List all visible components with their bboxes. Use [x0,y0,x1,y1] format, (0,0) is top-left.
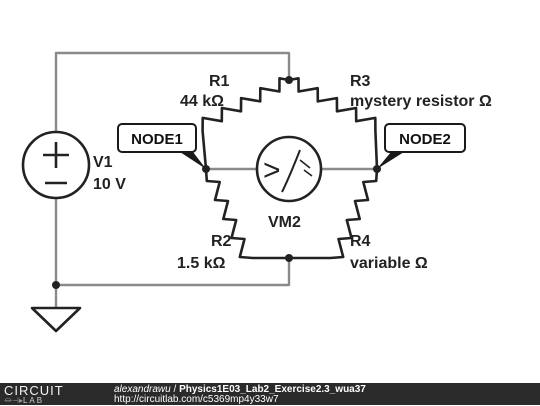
node2-label: NODE2 [399,131,451,148]
footer-bar: CIRCUIT ⏛⊣▸LAB alexandrawu / Physics1E03… [0,383,540,405]
circuit-schematic: > NODE1 NODE2 R1 44 kΩ R3 mystery resist… [21,51,492,333]
circuit-url-link[interactable]: http://circuitlab.com/c5369mp4y33w7 [114,394,279,405]
logo-wave-icon: ⏛⊣▸ [4,396,23,405]
node1-tag[interactable]: NODE1 [117,123,206,169]
author-link[interactable]: alexandrawu [114,384,171,395]
r3-value: mystery resistor Ω [350,93,492,110]
v1-value: 10 V [93,176,126,193]
r2-name: R2 [211,233,232,250]
resistor-r3[interactable] [288,77,379,170]
resistor-r4[interactable] [289,168,379,260]
node1-label: NODE1 [131,131,183,148]
logo-text-bottom: ⏛⊣▸LAB [4,395,44,406]
voltage-source-v1[interactable] [21,130,91,200]
r2-value: 1.5 kΩ [177,255,226,272]
v1-name: V1 [93,154,113,171]
vm2-name: VM2 [268,214,301,231]
r4-name: R4 [350,233,371,250]
wire-top [54,51,291,82]
wire-bottom [54,256,291,287]
meter-needle-icon [281,149,301,193]
resistor-r2[interactable] [204,168,289,260]
node2-tag[interactable]: NODE2 [377,123,466,169]
r1-name: R1 [209,73,230,90]
footer-title-line: alexandrawu / Physics1E03_Lab2_Exercise2… [114,384,366,395]
wires [54,51,379,310]
resistor-r1[interactable] [201,77,290,170]
ground-icon [30,306,82,333]
logo-text-top: CIRCUIT [4,383,64,398]
r4-value: variable Ω [350,255,428,272]
logo-lab-text: LAB [22,396,45,405]
junction-ground [52,281,60,289]
voltmeter-symbol: > [263,154,281,187]
meter-scale-icon [299,159,313,177]
circuitlab-logo[interactable]: CIRCUIT ⏛⊣▸LAB [4,383,90,406]
voltmeter-vm2[interactable]: > [255,135,323,203]
r3-name: R3 [350,73,371,90]
footer-url-line: http://circuitlab.com/c5369mp4y33w7 [114,394,279,405]
r1-value: 44 kΩ [180,93,224,110]
project-link[interactable]: Physics1E03_Lab2_Exercise2.3_wua37 [179,384,366,395]
path-separator: / [173,384,177,395]
